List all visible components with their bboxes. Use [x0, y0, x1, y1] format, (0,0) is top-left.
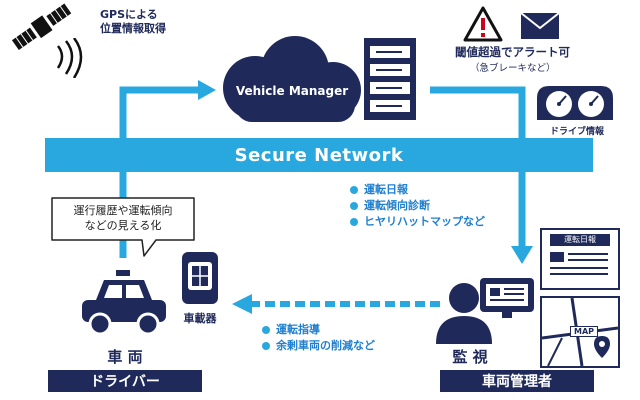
downlink-arrowhead [511, 246, 533, 264]
signal-waves-icon [56, 38, 83, 78]
onboard-device-label: 車載器 [183, 312, 217, 325]
uplink-arrowhead [198, 80, 216, 100]
server-icon [364, 38, 416, 120]
list-item: ヒヤリハットマップなど [350, 214, 485, 230]
gps-label-line2: 位置情報取得 [100, 22, 166, 35]
manager-data-list: 運転日報 運転傾向診断 ヒヤリハットマップなど [350, 182, 485, 230]
driver-label-box: ドライバー [48, 370, 202, 392]
instruction-list: 運転指導 余剰車両の削減など [262, 322, 375, 354]
dashboard-icon [537, 86, 613, 120]
list-item: 運転傾向診断 [350, 198, 485, 214]
onboard-device-icon [182, 252, 218, 304]
list-item: 運転日報 [350, 182, 485, 198]
daily-report-title: 運転日報 [550, 234, 610, 246]
dashboard-label: ドライブ情報 [549, 127, 604, 137]
daily-report-doc: 運転日報 [540, 228, 620, 290]
map-label: MAP [570, 326, 599, 337]
admin-heading: 監 視 [452, 348, 488, 366]
callout-line1: 運行履歴や運転傾向 [73, 204, 173, 217]
report-lines-icon [550, 252, 608, 275]
callout-text: 運行履歴や運転傾向 などの見える化 [52, 203, 194, 233]
gps-label-line1: GPSによる [100, 8, 158, 21]
admin-monitor-icon [480, 278, 534, 318]
instruction-arrowhead [232, 294, 252, 314]
secure-network-label: Secure Network [234, 144, 404, 166]
bullet-icon [350, 202, 358, 210]
bullet-icon [262, 342, 270, 350]
alert-title: 閾値超過でアラート可 [455, 45, 570, 59]
driver-heading: 車 両 [107, 348, 143, 366]
bullet-icon [350, 218, 358, 226]
alert-subtitle: （急ブレーキなど） [470, 63, 556, 74]
admin-person-icon [436, 283, 492, 344]
cloud-icon [223, 36, 361, 122]
list-item: 運転指導 [262, 322, 375, 338]
satellite-icon [11, 3, 72, 51]
downlink-arrow-line [430, 86, 526, 250]
vehicle-manager-label: Vehicle Manager [235, 84, 349, 98]
admin-label-box: 車両管理者 [440, 370, 594, 392]
gps-label: GPSによる 位置情報取得 [100, 8, 166, 36]
map-doc: MAP [540, 296, 620, 368]
warning-icon [463, 6, 503, 42]
mail-icon [520, 12, 560, 39]
secure-network-bar: Secure Network [45, 138, 593, 172]
list-item: 余剰車両の削減など [262, 338, 375, 354]
bullet-icon [262, 326, 270, 334]
callout-bubble [51, 197, 195, 257]
callout-line2: などの見える化 [84, 219, 162, 232]
bullet-icon [350, 186, 358, 194]
car-icon [82, 270, 166, 336]
